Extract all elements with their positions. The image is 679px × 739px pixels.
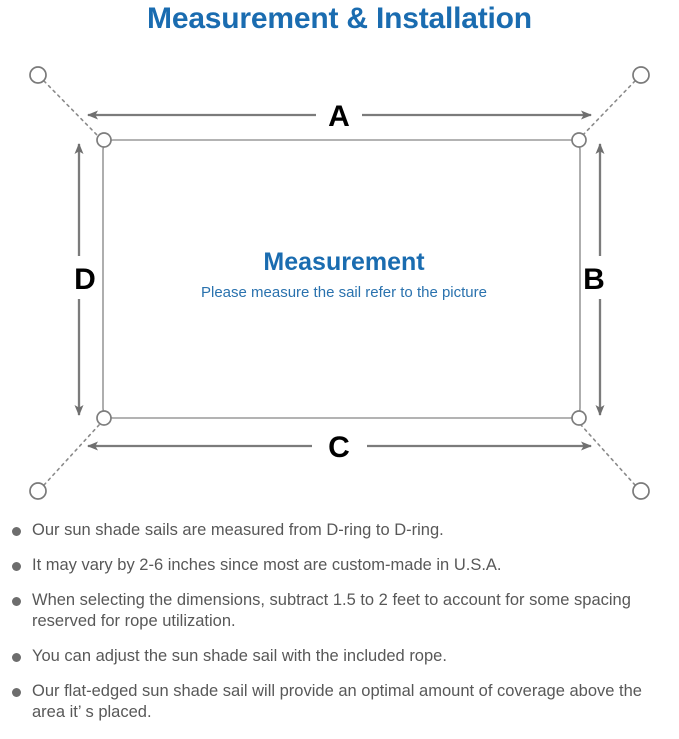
bullet-icon xyxy=(12,527,21,536)
d-ring-bottom-left-icon xyxy=(96,410,112,426)
list-item: Our sun shade sails are measured from D-… xyxy=(0,520,679,541)
d-ring-top-left-icon xyxy=(96,132,112,148)
anchor-top-right-icon xyxy=(632,66,650,84)
list-item: When selecting the dimensions, subtract … xyxy=(0,590,679,632)
d-ring-bottom-right-icon xyxy=(571,410,587,426)
list-item-text: You can adjust the sun shade sail with t… xyxy=(32,647,447,665)
diagram-center-subheading: Please measure the sail refer to the pic… xyxy=(201,284,487,301)
list-item: You can adjust the sun shade sail with t… xyxy=(0,646,679,667)
list-item-text: Our flat-edged sun shade sail will provi… xyxy=(32,682,642,721)
rope-lines xyxy=(43,80,636,486)
page-title: Measurement & Installation xyxy=(147,2,532,35)
dimension-label-b: B xyxy=(583,263,605,296)
anchor-bottom-left-icon xyxy=(29,482,47,500)
anchor-points xyxy=(29,66,650,500)
d-rings xyxy=(96,132,587,426)
rope-top-right xyxy=(580,80,636,138)
list-item: Our flat-edged sun shade sail will provi… xyxy=(0,681,679,723)
rope-top-left xyxy=(43,80,100,138)
dimension-label-c: C xyxy=(328,431,350,464)
list-item-text: Our sun shade sails are measured from D-… xyxy=(32,521,444,539)
bullet-icon xyxy=(12,597,21,606)
list-item-text: When selecting the dimensions, subtract … xyxy=(32,591,631,630)
bullet-icon xyxy=(12,562,21,571)
sail-outline xyxy=(102,139,581,419)
sail-measurement-diagram: A C D B Measurement Please measure the s… xyxy=(29,66,650,500)
rope-bottom-right xyxy=(580,424,636,486)
anchor-bottom-right-icon xyxy=(632,482,650,500)
bullet-icon xyxy=(12,688,21,697)
list-item: It may vary by 2-6 inches since most are… xyxy=(0,555,679,576)
rope-bottom-left xyxy=(43,424,100,486)
diagram-center-heading: Measurement xyxy=(263,248,425,276)
list-item-text: It may vary by 2-6 inches since most are… xyxy=(32,556,502,574)
dimension-label-d: D xyxy=(74,263,96,296)
bullet-icon xyxy=(12,653,21,662)
anchor-top-left-icon xyxy=(29,66,47,84)
notes-list: Our sun shade sails are measured from D-… xyxy=(0,520,679,737)
d-ring-top-right-icon xyxy=(571,132,587,148)
dimension-label-a: A xyxy=(328,100,350,133)
